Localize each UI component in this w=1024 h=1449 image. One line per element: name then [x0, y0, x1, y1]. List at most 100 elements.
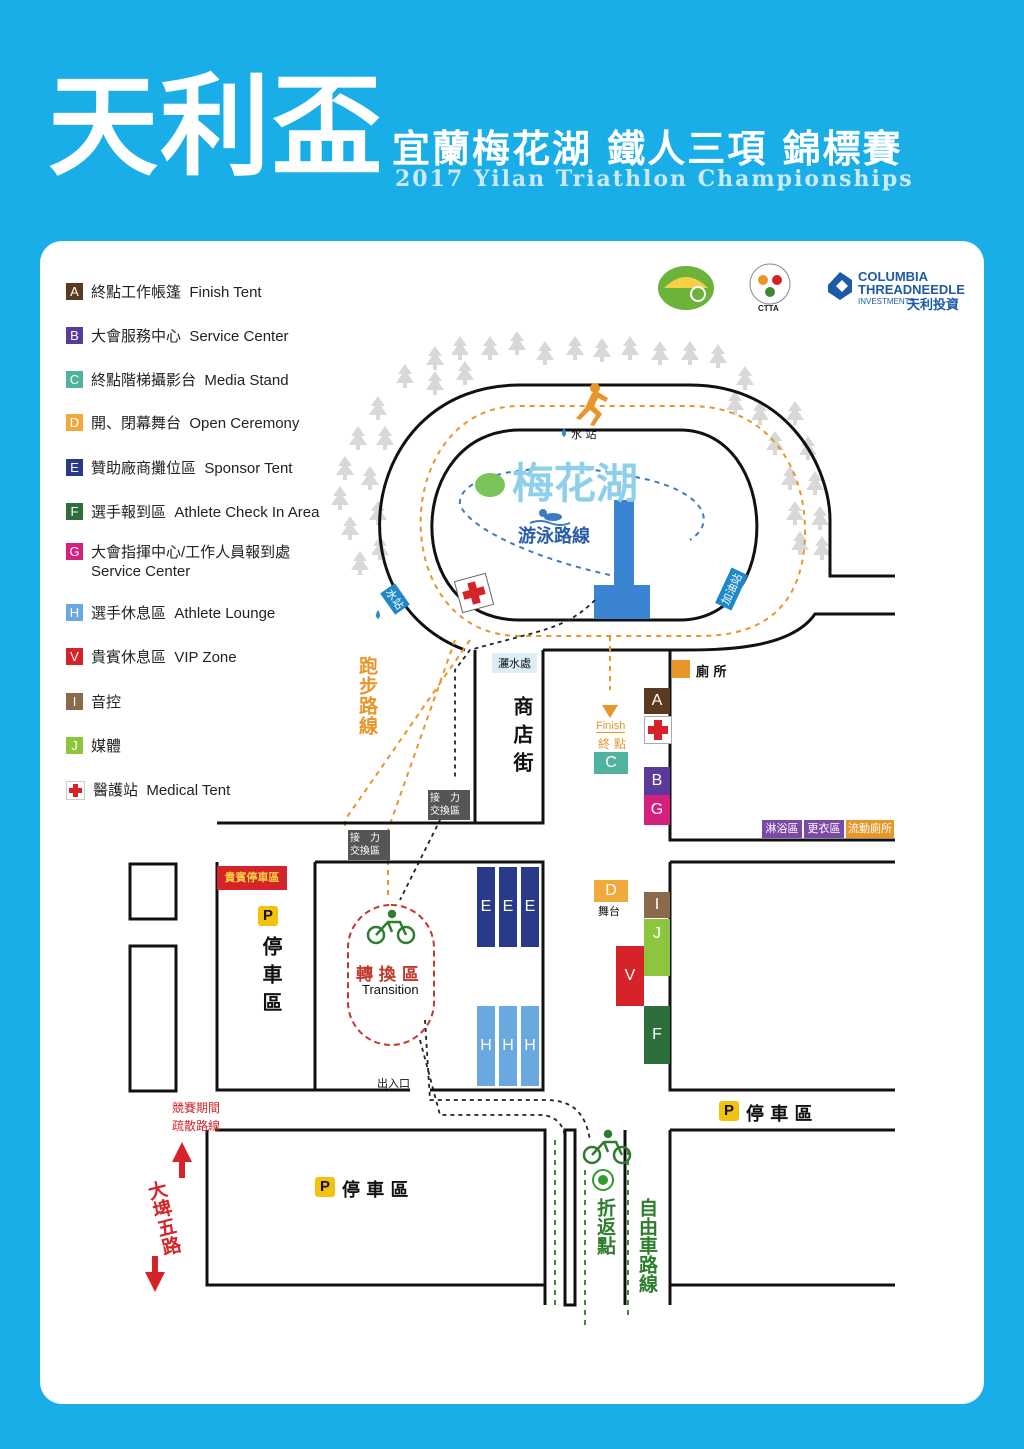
legend-item: H 選手休息區 Athlete Lounge [66, 604, 275, 623]
columbia-logo-zh: 天利投資 [907, 298, 960, 313]
event-subtitle-en: 2017 Yilan Triathlon Championships [395, 166, 914, 192]
parking-vertical-label: 停車區 [259, 936, 283, 1020]
legend-label: 開、閉幕舞台 Open Ceremony [91, 415, 300, 432]
event-subtitle-zh: 宜蘭梅花湖 鐵人三項 錦標賽 [392, 126, 903, 171]
legend-item: V 貴賓休息區 VIP Zone [66, 648, 237, 667]
header: 天利盃 宜蘭梅花湖 鐵人三項 錦標賽 2017 Yilan Triathlon … [0, 0, 1024, 240]
swimmer-icon [529, 509, 571, 526]
area-I: I [644, 892, 670, 918]
entrance-label: 出入口 [377, 1077, 410, 1090]
legend-key: D [66, 414, 83, 431]
relay-zone-2: 接 力 交換區 [348, 830, 390, 860]
transition-label-zh: 轉 換 區 [356, 965, 419, 985]
area-E-1: E [477, 867, 495, 947]
water-drop-icon [562, 428, 566, 437]
bike-route-label: 自由車路線 [636, 1198, 658, 1293]
legend-label: 音控 [91, 694, 122, 711]
lake-name: 梅花湖 [512, 459, 639, 508]
legend-label: 醫護站 Medical Tent [93, 782, 231, 799]
mobile-toilet: 流動廁所 [846, 820, 894, 838]
area-V: V [616, 946, 644, 1006]
legend-item: G 大會指揮中心/工作人員報到處 Service Center [66, 543, 290, 581]
runner-icon [576, 383, 608, 426]
area-B: B [644, 767, 670, 795]
legend-key: E [66, 459, 83, 476]
parking-symbol-left: P [258, 906, 278, 926]
area-F: F [644, 1006, 670, 1064]
legend-key: A [66, 283, 83, 300]
bike-route [554, 1140, 629, 1325]
parking-right-label: 停 車 區 [746, 1104, 813, 1125]
legend-label: 媒體 [91, 738, 122, 755]
legend-label: 大會服務中心 Service Center [91, 328, 289, 345]
ctta-logo [749, 263, 791, 305]
area-E-2: E [499, 867, 517, 947]
finish-arrow [602, 705, 618, 718]
legend-key: F [66, 503, 83, 520]
evac-arrow-icon [145, 1142, 192, 1292]
shower-area: 淋浴區 [762, 820, 802, 838]
legend-item: 醫護站 Medical Tent [66, 781, 230, 800]
columbia-logo-sub: INVESTMENTS [858, 297, 915, 306]
legend-key: H [66, 604, 83, 621]
bike-icon-transition [366, 909, 416, 945]
legend-label: 貴賓休息區 VIP Zone [91, 649, 237, 666]
parking-symbol-right: P [719, 1101, 739, 1121]
run-route-label: 跑步路線 [356, 656, 378, 736]
swim-pier [614, 500, 634, 590]
relay-zone-1: 接 力 交換區 [428, 790, 470, 820]
toilet-label: 廁 所 [696, 665, 727, 680]
turnaround-marker-icon [592, 1169, 614, 1191]
legend-key: B [66, 327, 83, 344]
swim-route [458, 467, 705, 576]
parking-bottom-label: 停 車 區 [342, 1180, 409, 1201]
area-A: A [644, 688, 670, 714]
legend-item: D 開、閉幕舞台 Open Ceremony [66, 414, 299, 433]
roads [205, 650, 895, 1307]
legend-label: 贊助廠商攤位區 Sponsor Tent [91, 460, 293, 477]
columbia-logo-icon [828, 272, 852, 300]
legend-label: 終點工作帳篷 Finish Tent [91, 284, 262, 301]
left-buildings [128, 862, 178, 1093]
transition-label-en: Transition [362, 982, 419, 997]
event-title: 天利盃 [48, 62, 384, 191]
legend-key: G [66, 543, 83, 560]
legend-label: 終點階梯攝影台 Media Stand [91, 372, 289, 389]
transition-route [399, 599, 596, 1141]
legend-label: 大會指揮中心/工作人員報到處 Service Center [91, 544, 291, 580]
finish-label-zh: 終 點 [598, 737, 626, 751]
water-station-top: 水 站 [571, 428, 597, 441]
area-C: C [594, 752, 628, 774]
yilan-logo [658, 266, 714, 310]
legend-key: V [66, 648, 83, 665]
legend-item: B 大會服務中心 Service Center [66, 327, 289, 346]
area-medical-tent [644, 716, 672, 744]
water-drop-icon-2 [376, 610, 380, 619]
swim-platform [594, 585, 650, 619]
legend-key: I [66, 693, 83, 710]
legend-label: 選手報到區 Athlete Check In Area [91, 504, 320, 521]
shop-street-label: 商店街 [510, 696, 534, 780]
turnaround-label: 折返點 [594, 1198, 616, 1255]
legend-item: A 終點工作帳篷 Finish Tent [66, 283, 262, 302]
medical-cross-icon [66, 781, 85, 800]
bike-icon-turnaround [582, 1129, 632, 1165]
legend-item: I 音控 [66, 693, 121, 712]
legend-label: 選手休息區 Athlete Lounge [91, 605, 276, 622]
sprinkler-label: 灑水處 [492, 653, 537, 673]
ctta-logo-text: CTTA [758, 304, 779, 313]
run-route [344, 405, 807, 900]
area-H-1: H [477, 1006, 495, 1086]
area-D: D [594, 880, 628, 902]
legend-item: F 選手報到區 Athlete Check In Area [66, 503, 319, 522]
area-E-3: E [521, 867, 539, 947]
swim-route-label: 游泳路線 [518, 526, 590, 547]
area-J: J [644, 919, 670, 976]
vip-parking: 貴賓停車區 [217, 866, 287, 890]
evac-route-label: 競賽期間 疏散路線 [172, 1101, 221, 1133]
lake-island [475, 473, 505, 497]
finish-label-en: Finish [596, 720, 626, 733]
